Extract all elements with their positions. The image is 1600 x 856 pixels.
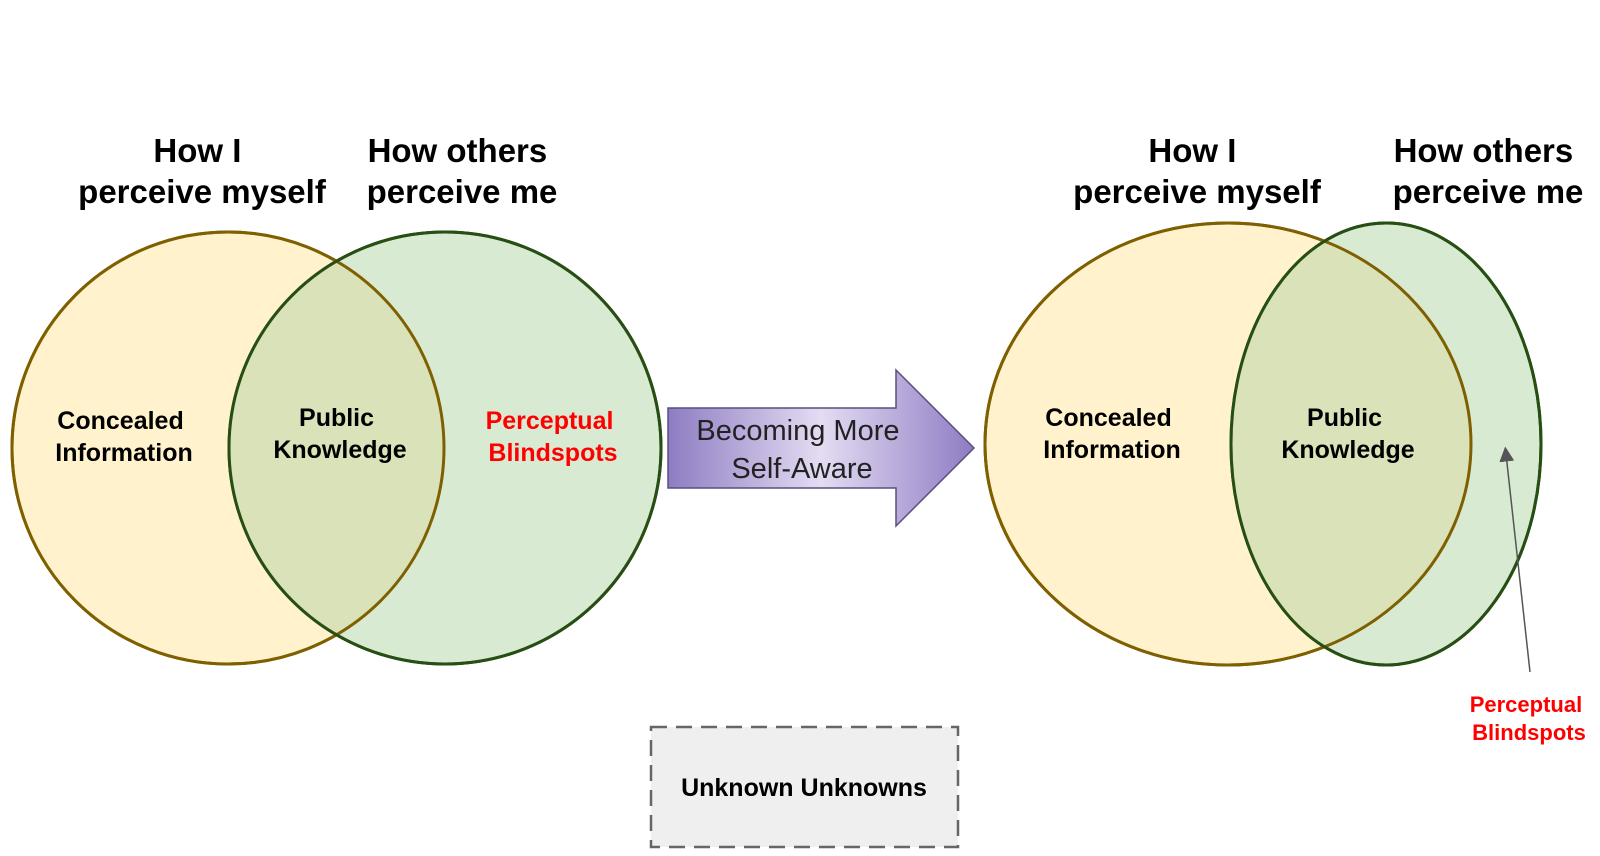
before-blindspots-label: Perceptual Blindspots — [486, 407, 621, 467]
before-self-heading: How I perceive myself — [78, 132, 327, 210]
up-arrow-icon — [1499, 446, 1531, 673]
right-arrow-icon — [667, 368, 976, 528]
before-overlap-region — [229, 232, 444, 664]
before-others-heading: How others perceive me — [367, 132, 558, 210]
after-self-heading: How I perceive myself — [1073, 132, 1322, 210]
after-concealed-label: Concealed Information — [1043, 404, 1181, 464]
transition-arrow: Becoming More Self-Aware — [667, 368, 976, 528]
unknown-unknowns-box: Unknown Unknowns — [649, 725, 960, 849]
unknown-unknowns-label: Unknown Unknowns — [681, 774, 927, 802]
before-public-label: Public Knowledge — [273, 404, 406, 464]
unknown-unknowns-frame — [649, 725, 960, 849]
after-public-label: Public Knowledge — [1281, 404, 1414, 464]
after-blindspots-callout: Perceptual Blindspots — [1470, 692, 1589, 745]
before-venn: How I perceive myself How others perceiv… — [10, 132, 663, 666]
before-others-outline — [227, 230, 663, 666]
transition-label: Becoming More Self-Aware — [696, 415, 907, 485]
after-venn: How I perceive myself How others perceiv… — [983, 132, 1589, 745]
before-concealed-label: Concealed Information — [55, 407, 193, 467]
before-self-outline — [10, 230, 446, 666]
after-self-outline — [983, 221, 1473, 667]
after-others-outline — [1229, 221, 1543, 667]
after-others-heading: How others perceive me — [1393, 132, 1584, 210]
